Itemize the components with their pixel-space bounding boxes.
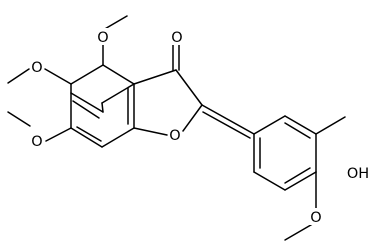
methoxy-4p-o-label: O [310,210,321,226]
bond-c7-c7a [101,127,135,148]
atom-methoxy-5-oxygen: O [30,58,44,76]
bond-c6-c7 [70,127,103,148]
atom-methoxy-4-oxygen: O [96,28,110,46]
furan-o-label: O [169,128,180,144]
bond-ome5-ch3 [7,68,30,84]
bond-c2-methine-inner [202,111,251,139]
methoxy-5-o-label: O [31,60,42,76]
carbonyl-o-label: O [171,30,182,46]
bond-ph3-oh [315,116,346,135]
bond-o1-c7a [133,127,168,136]
methoxy-6-o-label: O [31,134,42,150]
bond-c3a-c3 [133,69,177,85]
bond-c2-o1 [182,104,203,132]
atom-furan-oxygen: O [168,126,182,144]
bond-ome6-ch3 [7,111,31,127]
atom-methoxy-4p-oxygen: O [309,208,323,226]
bond-ome4-ch3 [102,15,128,31]
methoxy-4-o-label: O [97,30,108,46]
atom-carbonyl-oxygen: O [170,28,184,46]
bond-c4a-c4 [101,102,104,113]
bond-ph5-ph6 [253,171,286,191]
bond-c4-c5-ring [70,64,104,85]
atom-hydroxy-group: OH [344,164,372,182]
bond-c6-c7-inner [76,126,102,142]
bond-ph4-ph5 [284,171,317,191]
bond-ph4-ph5-inner [284,167,311,184]
bond-ph2-ph3 [284,115,317,135]
bond-c3-c2 [175,69,203,106]
bond-c7a-c4a [101,83,135,104]
bond-ph2-ph3-inner [284,122,311,139]
bond-c4-c5-inner [72,100,100,119]
hydroxy-label: OH [347,166,369,182]
bond-c5-ome [44,68,72,85]
bond-c4-c5 [70,92,104,113]
bond-c3a-c4 [102,64,135,85]
bond-ph1-ph2 [253,115,286,135]
atom-methoxy-6-oxygen: O [30,132,44,150]
bond-c6-ome [45,127,72,142]
bond-c2-methine [201,104,255,135]
